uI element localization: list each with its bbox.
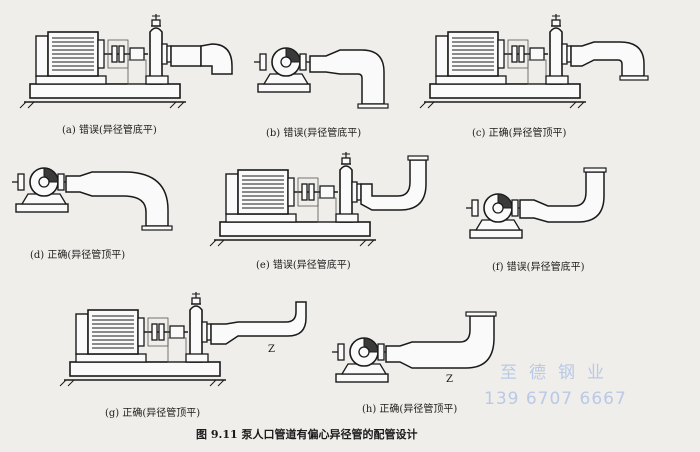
panel-g-caption: (g) 正确(异径管顶平) [105,408,201,419]
panel-h-caption: (h) 正确(异径管顶平) [362,404,458,415]
panel-a-drawing [19,13,233,109]
panel-d-drawing [11,167,173,231]
svg-text:Z: Z [268,344,275,355]
panel-b-drawing [253,47,389,109]
panel-f-caption: (f) 错误(异径管底平) [492,262,585,273]
panel-h-drawing: Z [331,311,497,385]
panel-e-drawing [209,151,429,247]
panel-e-caption: (e) 错误(异径管底平) [256,260,351,271]
watermark-phone: 139 6707 6667 [484,389,627,409]
panel-a-caption: (a) 错误(异径管底平) [62,125,157,136]
panel-g-drawing: Z [59,291,307,387]
svg-text:Z: Z [446,374,453,385]
figure-title: 图 9.11 泵人口管道有偏心异径管的配管设计 [196,428,418,441]
panel-f-drawing [465,167,607,239]
panel-c-drawing [419,13,649,109]
panel-c-caption: (c) 正确(异径管顶平) [472,128,567,139]
panel-d-caption: (d) 正确(异径管顶平) [30,250,126,261]
watermark-company: 至德钢业 [500,363,616,383]
panel-b-caption: (b) 错误(异径管底平) [266,128,362,139]
